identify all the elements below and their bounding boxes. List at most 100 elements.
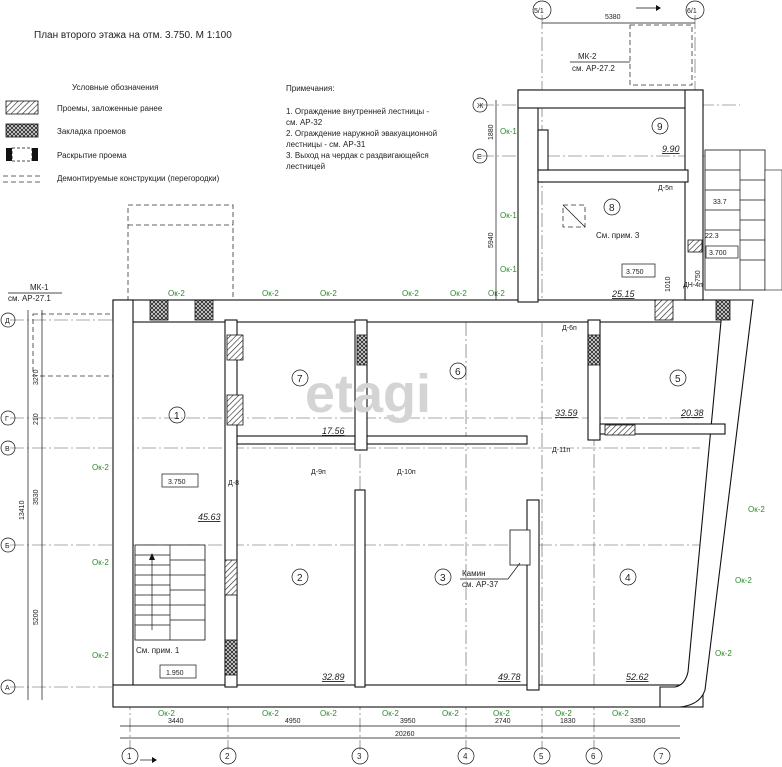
room-area: 25.15 (611, 289, 636, 299)
external-staircase (704, 149, 782, 291)
mk1-platform (32, 313, 129, 377)
axis-markers-top: 5/1 6/1 (532, 0, 705, 20)
dashed-line-swatch-icon (3, 175, 40, 183)
dimension: 1830 (560, 718, 576, 725)
window-label: Ок-2 (158, 709, 175, 718)
room-markers: 1 2 3 4 5 6 7 8 9 (168, 117, 687, 586)
window-label: Ок-1 (500, 265, 517, 274)
level-mark: 3.750 (626, 269, 644, 276)
door-label: Д-10п (397, 469, 416, 476)
mk2-ref: см. АР-27.2 (572, 64, 615, 73)
axis-label: 6/1 (687, 8, 697, 15)
window-label: Ок-2 (92, 463, 109, 472)
axis-label: Д (5, 318, 10, 325)
internal-staircase (134, 544, 206, 641)
axis-label: 6 (591, 752, 596, 761)
note-line: 3. Выход на чердак с раздвигающейся (286, 151, 429, 160)
axis-markers-left: Д Г В Б A (0, 312, 16, 695)
dimension: 5200 (33, 609, 40, 625)
room-number: 8 (609, 203, 615, 214)
mk1-label: МК-1 (30, 283, 49, 292)
window-label: Ок-2 (735, 576, 752, 585)
door-label: Д-5п (658, 185, 673, 192)
door-label: ДН-4п (683, 282, 703, 289)
total-dimension: 20260 (395, 731, 415, 738)
room-number: 2 (297, 573, 303, 584)
axis-label: 5/1 (534, 8, 544, 15)
room-number: 1 (174, 411, 180, 422)
room-areas: 45.63 32.89 49.78 52.62 20.38 33.59 17.5… (198, 144, 727, 682)
door-label: Д-9п (311, 469, 326, 476)
total-dimension: 13410 (19, 500, 26, 520)
note-callout: См. прим. 3 (596, 231, 640, 240)
window-labels: Ок-2 Ок-2 Ок-2 Ок-2 Ок-2 Ок-2 Ок-2 Ок-2 … (92, 127, 765, 718)
door-labels: Д-8 Д-9п Д-10п Д-11п Д-6п Д-5п ДН-4п (228, 185, 703, 487)
dimension: 5940 (488, 232, 495, 248)
top-dimension: 5380 (605, 14, 621, 21)
bottom-dimensions: 3440 4950 3950 2740 1830 3350 20260 (120, 718, 680, 739)
room-area: 33.7 (713, 199, 727, 206)
dimension: 750 (695, 270, 702, 282)
axis-label: 4 (463, 752, 468, 761)
legend-heading: Условные обозначения (72, 83, 158, 92)
fireplace (509, 529, 531, 566)
room-number: 3 (440, 573, 446, 584)
dimension: 3270 (33, 369, 40, 385)
axis-label: 3 (357, 752, 362, 761)
axis-label: 5 (539, 752, 544, 761)
mk2-platform (629, 24, 693, 86)
callouts: МК-1 см. АР-27.1 МК-2 см. АР-27.2 См. пр… (8, 52, 640, 655)
window-label: Ок-1 (500, 127, 517, 136)
axis-label: Ж (477, 103, 484, 110)
dimension: 2740 (495, 718, 511, 725)
note-line: 1. Ограждение внутренней лестницы - (286, 107, 429, 116)
room-area: 49.78 (498, 672, 521, 682)
room-number: 7 (297, 374, 303, 385)
room-number: 9 (657, 122, 663, 133)
room-area: 45.63 (198, 512, 221, 522)
attic-hatch (562, 204, 586, 228)
level-mark: 3.750 (168, 479, 186, 486)
room-area: 9.90 (662, 144, 680, 154)
window-label: Ок-2 (320, 289, 337, 298)
door-label: Д-6п (562, 325, 577, 332)
window-label: Ок-2 (450, 289, 467, 298)
dimension: 210 (33, 413, 40, 425)
window-label: Ок-2 (402, 289, 419, 298)
window-label: Ок-2 (555, 709, 572, 718)
opening-swatch-icon (6, 147, 38, 162)
filled-openings (224, 239, 703, 596)
dimension: 3950 (400, 718, 416, 725)
door-label: Д-8 (228, 480, 239, 487)
axis-markers-bottom: 1 2 3 4 5 6 7 (121, 747, 671, 765)
note-line: лестницей (286, 162, 325, 171)
dimension: 3350 (630, 718, 646, 725)
room-area: 17.56 (322, 426, 345, 436)
axis-label: 7 (659, 752, 664, 761)
right-dimensions: 1880 5940 1010 750 (488, 100, 702, 300)
plan-title: План второго этажа на отм. 3.750. М 1:10… (34, 30, 232, 41)
window-label: Ок-2 (612, 709, 629, 718)
axis-label: В (5, 446, 10, 453)
window-label: Ок-1 (500, 211, 517, 220)
room-number: 6 (455, 367, 461, 378)
axis-label: 1 (127, 752, 132, 761)
dimension: 4950 (285, 718, 301, 725)
window-label: Ок-2 (262, 289, 279, 298)
demolished-structure (127, 204, 234, 301)
watermark: etagi (305, 364, 431, 424)
interior-walls (224, 129, 726, 691)
legend-item-label: Проемы, заложенные ранее (57, 104, 163, 113)
fireplace-ref: см. АР-37 (462, 580, 499, 589)
door-label: Д-11п (552, 447, 570, 454)
window-label: Ок-2 (382, 709, 399, 718)
axis-label: A (5, 685, 10, 692)
window-label: Ок-2 (92, 558, 109, 567)
axis-label: Б (5, 543, 10, 550)
mk2-label: МК-2 (578, 52, 597, 61)
new-fillings (149, 299, 731, 676)
mk1-ref: см. АР-27.1 (8, 294, 51, 303)
window-label: Ок-2 (262, 709, 279, 718)
room-area: 22.3 (705, 233, 719, 240)
